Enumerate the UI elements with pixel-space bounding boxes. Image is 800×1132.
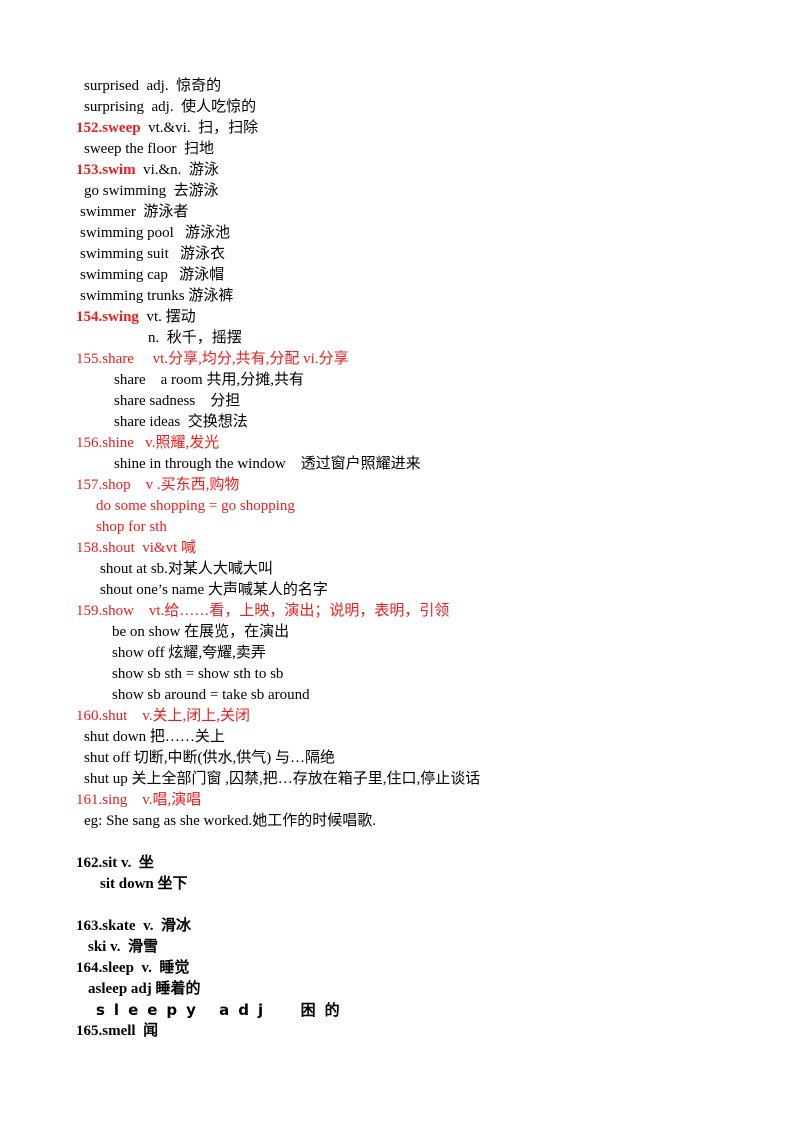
blank-line [0,895,800,916]
text-line: do some shopping = go shopping [96,498,295,514]
text-line: 162.sit v. 坐 [76,855,154,871]
text-line: 165.smell 闻 [76,1023,159,1039]
entry-definition: vt.&vi. 扫，扫除 [140,120,259,136]
text-line: shop for sth [96,519,167,535]
text-line: be on show 在展览，在演出 [112,624,290,640]
text-line: 158.shout vi&vt 喊 [76,540,197,556]
text-line: shout at sb.对某人大喊大叫 [100,561,273,577]
text-line: show sb sth = show sth to sb [112,666,284,682]
text-line: show sb around = take sb around [112,687,310,703]
text-line: share ideas 交换想法 [114,414,248,430]
blank-line [0,832,800,853]
text-line: 159.show vt.给……看，上映，演出；说明，表明，引领 [76,603,450,619]
text-line: swimming suit 游泳衣 [80,246,226,262]
text-line: 155.share vt.分享,均分,共有,分配 vi.分享 [76,351,349,367]
text-line: shout one’s name 大声喊某人的名字 [100,582,328,598]
entry-definition: vi.&n. 游泳 [135,162,219,178]
text-line: n. 秋千，摇摆 [148,330,242,346]
text-line: 156.shine v.照耀,发光 [76,435,220,451]
text-line: swimmer 游泳者 [80,204,189,220]
text-line: 161.sing v.唱,演唱 [76,792,202,808]
text-line: sweep the floor 扫地 [84,141,214,157]
text-line: shut up 关上全部门窗 ,囚禁,把…存放在箱子里,住口,停止谈话 [84,771,481,787]
text-line: eg: She sang as she worked.她工作的时候唱歌. [84,813,377,829]
text-line: swimming cap 游泳帽 [80,267,225,283]
text-line: ski v. 滑雪 [88,939,159,955]
text-line: swimming pool 游泳池 [80,225,231,241]
text-line: 163.skate v. 滑冰 [76,918,192,934]
text-line: shine in through the window 透过窗户照耀进来 [114,456,421,472]
text-line: show off 炫耀,夸耀,卖弄 [112,645,266,661]
text-line: 157.shop v .买东西,购物 [76,477,240,493]
text-line: 164.sleep v. 睡觉 [76,960,190,976]
text-line: surprising adj. 使人吃惊的 [84,99,257,115]
entry-definition: vt. 摆动 [138,309,196,325]
text-line: share a room 共用,分摊,共有 [114,372,304,388]
document-page: surprised adj. 惊奇的 surprising adj. 使人吃惊的 1… [0,76,800,1042]
text-line: go swimming 去游泳 [84,183,219,199]
entry-head: 154.swing [76,309,139,325]
text-line: sleepy adj 困的 [96,1001,349,1019]
text-line: 153.swim vi.&n. 游泳 [0,160,800,181]
text-line: asleep adj 睡着的 [88,981,201,997]
text-line: shut off 切断,中断(供水,供气) 与…隔绝 [84,750,335,766]
text-line: share sadness 分担 [114,393,241,409]
text-line: swimming trunks 游泳裤 [80,288,234,304]
entry-head: 153.swim [76,162,136,178]
entry-head: 152.sweep [76,120,141,136]
text-line: surprised adj. 惊奇的 [84,78,222,94]
text-line: 152.sweep vt.&vi. 扫，扫除 [0,118,800,139]
text-line: 160.shut v.关上,闭上,关闭 [76,708,251,724]
text-line: shut down 把……关上 [84,729,225,745]
text-line: 154.swing vt. 摆动 [0,307,800,328]
text-line: sit down 坐下 [100,876,188,892]
